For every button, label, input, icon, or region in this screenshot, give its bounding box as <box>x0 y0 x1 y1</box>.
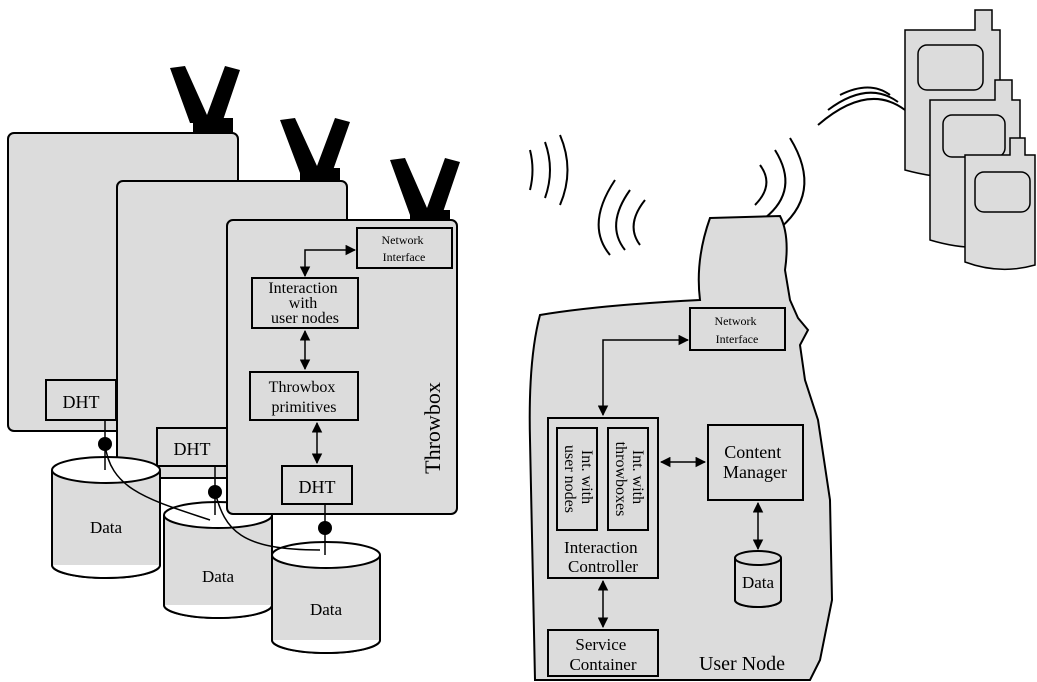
user-node-title: User Node <box>699 653 785 675</box>
antenna-base <box>193 118 233 134</box>
arrow-net-controller <box>597 334 690 417</box>
user-node: Network Interface Int. with user nodes I… <box>528 214 834 681</box>
network-interface-label: Network Interface <box>715 314 760 346</box>
wireless-waves-right <box>817 86 906 126</box>
data-label: Data <box>742 573 775 592</box>
service-container-box <box>547 629 659 677</box>
remote-device-3 <box>964 137 1036 271</box>
throwbox-front: Network Interface Interaction with user … <box>226 158 460 515</box>
content-manager-box <box>707 424 804 501</box>
int-user-nodes-label: Int. with user nodes <box>561 445 595 513</box>
data-label: Data <box>310 600 343 619</box>
data-cylinder-2: Data <box>163 501 273 619</box>
network-interface-box <box>356 227 453 269</box>
primitives-box <box>249 371 359 421</box>
dht-label: DHT <box>174 439 211 459</box>
int-user-nodes-box <box>556 427 598 531</box>
antenna-icon <box>170 66 240 123</box>
arrow-net-interaction <box>299 244 357 278</box>
data-label: Data <box>90 518 123 537</box>
data-label: Data <box>202 567 235 586</box>
dht-label: DHT <box>299 477 336 497</box>
network-interface-box <box>689 307 786 351</box>
interaction-label: Interaction with user nodes <box>268 280 341 327</box>
dht-data-connectors <box>98 420 332 555</box>
antenna-icon <box>280 118 350 173</box>
wireless-waves-center <box>597 137 806 256</box>
interaction-box <box>251 277 359 329</box>
primitives-label: Throwbox primitives <box>269 379 340 416</box>
dht-box <box>281 465 353 505</box>
data-cylinder-1: Data <box>51 456 161 579</box>
wireless-waves-left <box>529 134 569 206</box>
antenna-icon <box>390 158 460 215</box>
network-interface-label: Network Interface <box>382 233 427 264</box>
service-container-label: Service Container <box>569 635 636 674</box>
interaction-controller-label: Interaction Controller <box>564 538 642 576</box>
int-throwboxes-box <box>607 427 649 531</box>
throwbox-title: Throwbox <box>420 382 445 474</box>
data-cylinder-user: Data <box>734 550 782 608</box>
data-cylinder-3: Data <box>271 541 381 654</box>
content-manager-label: Content Manager <box>723 442 787 482</box>
int-throwboxes-label: Int. with throwboxes <box>612 442 646 517</box>
dht-box <box>45 379 117 421</box>
dht-label: DHT <box>63 392 100 412</box>
